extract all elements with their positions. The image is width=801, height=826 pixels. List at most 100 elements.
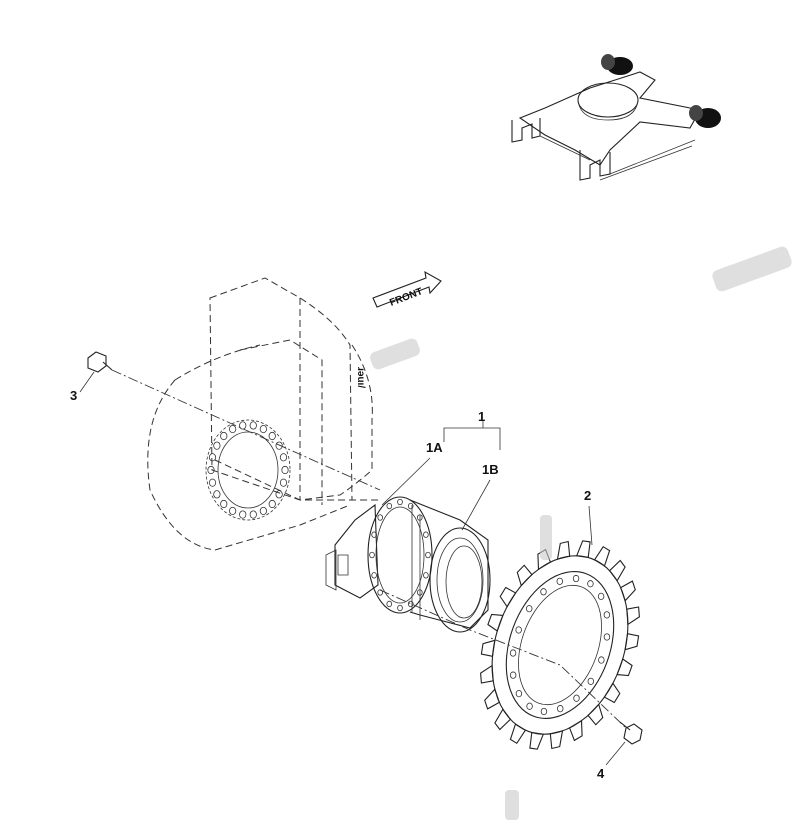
travel-motor-assembly bbox=[325, 496, 491, 633]
bolt-hole bbox=[207, 465, 215, 475]
bolt-hole bbox=[281, 465, 289, 475]
sprocket-tooth bbox=[568, 719, 583, 742]
bolt-hole bbox=[268, 431, 276, 441]
bolt-hole bbox=[275, 490, 283, 499]
bolt-hole bbox=[386, 600, 393, 608]
bolt-hole bbox=[249, 510, 257, 519]
bolt-hole bbox=[407, 600, 414, 608]
bolt-hole bbox=[509, 671, 517, 679]
callout-4-label: 4 bbox=[597, 766, 605, 781]
bolt-hole bbox=[603, 611, 611, 619]
watermark-smudge bbox=[370, 338, 420, 370]
front-arrow: FRONT bbox=[372, 270, 442, 309]
bolt-hole bbox=[509, 649, 517, 657]
bolt-hole bbox=[208, 453, 217, 462]
bolt-hole bbox=[386, 502, 393, 510]
sprocket-tooth bbox=[575, 540, 591, 559]
bolt-hole bbox=[371, 572, 377, 579]
sprocket-tooth bbox=[509, 723, 527, 745]
bolt-hole bbox=[540, 707, 548, 716]
callout-1a: 1A bbox=[381, 440, 443, 506]
callout-1-label: 1 bbox=[478, 409, 485, 424]
sprocket-tooth bbox=[626, 606, 640, 626]
bolt-hole bbox=[239, 421, 247, 430]
housing-to-motor-line bbox=[214, 459, 380, 501]
bolt-hole bbox=[397, 604, 403, 612]
bolt-hole bbox=[587, 677, 594, 685]
sprocket-tooth bbox=[480, 664, 494, 684]
bolt-hole bbox=[268, 499, 276, 509]
bolt-hole bbox=[213, 441, 221, 450]
bolt-hole bbox=[557, 705, 564, 713]
bolt-hole bbox=[556, 577, 563, 585]
sprocket bbox=[480, 540, 640, 750]
sprocket-tooth bbox=[516, 564, 533, 587]
bolt-hole bbox=[598, 656, 605, 664]
sprocket-tooth bbox=[494, 708, 512, 731]
frame-bolt-circle bbox=[205, 419, 291, 521]
bolt-hole bbox=[515, 626, 522, 634]
bolt-hole bbox=[220, 499, 228, 509]
bolt-hole bbox=[279, 453, 288, 462]
bolt-hole bbox=[275, 441, 283, 450]
callout-1: 1 bbox=[443, 409, 501, 450]
bolt-hole bbox=[515, 690, 523, 698]
bolt-hole bbox=[603, 633, 611, 641]
bolt-hole bbox=[208, 478, 217, 487]
bolt-hole bbox=[259, 424, 267, 434]
sprocket-tooth bbox=[529, 731, 545, 750]
sprocket-tooth bbox=[484, 688, 500, 710]
sprocket-tooth bbox=[593, 545, 611, 567]
bolt-hole bbox=[423, 572, 429, 579]
bolt-hole bbox=[526, 605, 533, 613]
bolt-hole bbox=[220, 431, 228, 441]
sprocket-tooth bbox=[487, 613, 504, 632]
bolt-hole bbox=[377, 514, 384, 521]
bolt-hole bbox=[259, 506, 267, 516]
center-axis-line-lower bbox=[379, 589, 626, 728]
bolt-hole bbox=[397, 498, 403, 506]
sprocket-tooth bbox=[499, 586, 517, 608]
watermark-smudge bbox=[540, 515, 552, 560]
bolt-hole bbox=[239, 510, 247, 519]
bolt-hole bbox=[540, 588, 547, 596]
callout-4: 4 bbox=[597, 741, 626, 781]
bolt-hole bbox=[573, 694, 580, 702]
bolt-hole bbox=[213, 490, 221, 499]
bolt-hole bbox=[279, 478, 288, 487]
bolt-hole bbox=[249, 421, 257, 430]
bolt-4 bbox=[619, 721, 643, 745]
callout-3-label: 3 bbox=[70, 388, 77, 403]
bolt-hole bbox=[597, 592, 605, 600]
bolt-hole bbox=[229, 506, 237, 516]
bolt-hole bbox=[371, 531, 377, 538]
callout-2: 2 bbox=[584, 488, 593, 546]
bolt-hole bbox=[369, 551, 375, 559]
bolt-hole bbox=[407, 502, 414, 510]
frame-side-text: ɹəuı/ bbox=[355, 367, 366, 388]
bolt-3 bbox=[87, 351, 113, 373]
roller-tire-top bbox=[601, 54, 633, 75]
sprocket-tooth bbox=[608, 559, 626, 582]
sprocket-tooth bbox=[587, 703, 604, 726]
bolt-hole bbox=[587, 580, 594, 588]
bolt-hole bbox=[526, 702, 533, 710]
sprocket-tooth bbox=[603, 682, 621, 704]
sprocket-tooth bbox=[620, 580, 636, 602]
callout-1b-label: 1B bbox=[482, 462, 499, 477]
bolt-hole bbox=[425, 551, 431, 559]
callout-3: 3 bbox=[70, 371, 95, 403]
bolt-hole bbox=[423, 531, 429, 538]
callout-1a-label: 1A bbox=[426, 440, 443, 455]
bolt-hole bbox=[229, 424, 237, 434]
vehicle-frame-icon bbox=[511, 54, 721, 181]
watermark-smudge bbox=[505, 790, 519, 820]
callout-2-label: 2 bbox=[584, 488, 591, 503]
watermark-smudge bbox=[712, 246, 792, 292]
callout-1b: 1B bbox=[461, 462, 499, 531]
roller-tire-right bbox=[689, 105, 721, 128]
center-axis-line bbox=[111, 369, 381, 491]
bolt-hole bbox=[572, 574, 580, 583]
